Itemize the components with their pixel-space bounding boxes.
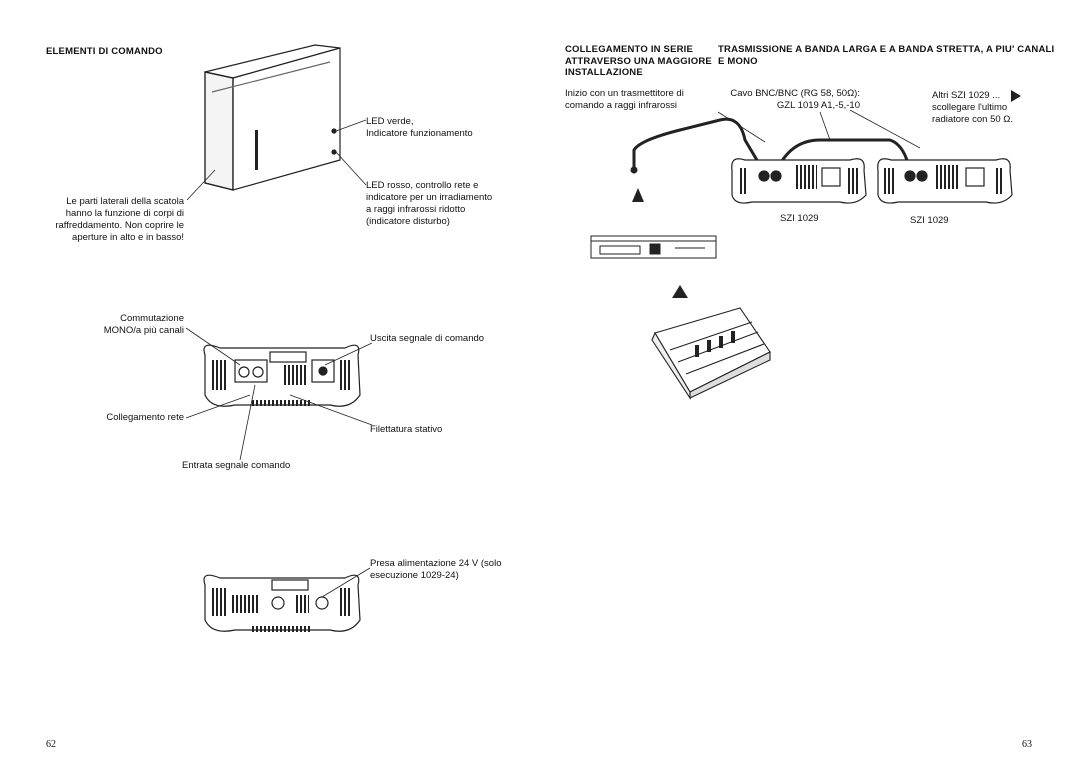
label-bnc-cable: Cavo BNC/BNC (RG 58, 50Ω): GZL 1019 A1,-… [730,88,860,111]
up-arrow-icon [672,285,688,298]
radiator-device-illustration [204,44,341,191]
label-start-transmitter: Inizio con un trasmettitore di comando a… [565,88,684,111]
page-number-left: 62 [46,739,56,750]
section-heading-broadband: TRASMISSIONE A BANDA LARGA E A BANDA STR… [718,44,1055,67]
label-led-red: LED rosso, controllo rete e indicatore p… [366,180,493,227]
bottom-panel-illustration-2 [203,574,361,632]
label-mono-switch: Commutazione MONO/a più canali [103,313,184,336]
panel1-leader-lines [185,327,373,461]
section-heading-serial: COLLEGAMENTO IN SERIE ATTRAVERSO UNA MAG… [565,44,712,78]
label-signal-input: Entrata segnale comando [182,460,291,471]
right-arrow-icon [1011,90,1021,102]
label-stand-thread: Filettatura stativo [370,424,443,435]
label-szi-2: SZI 1029 [910,215,949,226]
label-mains-connection: Collegamento rete [106,412,184,423]
label-terminate-note: scollegare l'ultimo radiatore con 50 Ω. [932,102,1014,125]
label-szi-1: SZI 1029 [780,213,819,224]
label-led-green: LED verde, Indicatore funzionamento [366,116,473,139]
bottom-panel-illustration-1 [203,344,361,407]
szi-panel-illustration-1 [731,158,867,204]
section-heading-controls: ELEMENTI DI COMANDO [46,46,163,57]
label-other-szi: Altri SZI 1029 ... [932,90,1001,101]
label-signal-output: Uscita segnale di comando [370,333,485,344]
up-arrow-icon [632,188,644,202]
rack-transmitter-illustration [590,235,717,259]
szi-panel-illustration-2 [877,158,1013,204]
label-cooling-note: Le parti laterali della scatola hanno la… [55,196,184,243]
box-leader-lines [186,119,367,201]
panel2-leader-line [321,567,371,598]
page-number-right: 63 [1022,739,1032,750]
cable-diagram [630,109,921,174]
mixing-console-illustration [651,307,771,400]
label-power-socket: Presa alimentazione 24 V (solo esecuzion… [370,558,502,581]
